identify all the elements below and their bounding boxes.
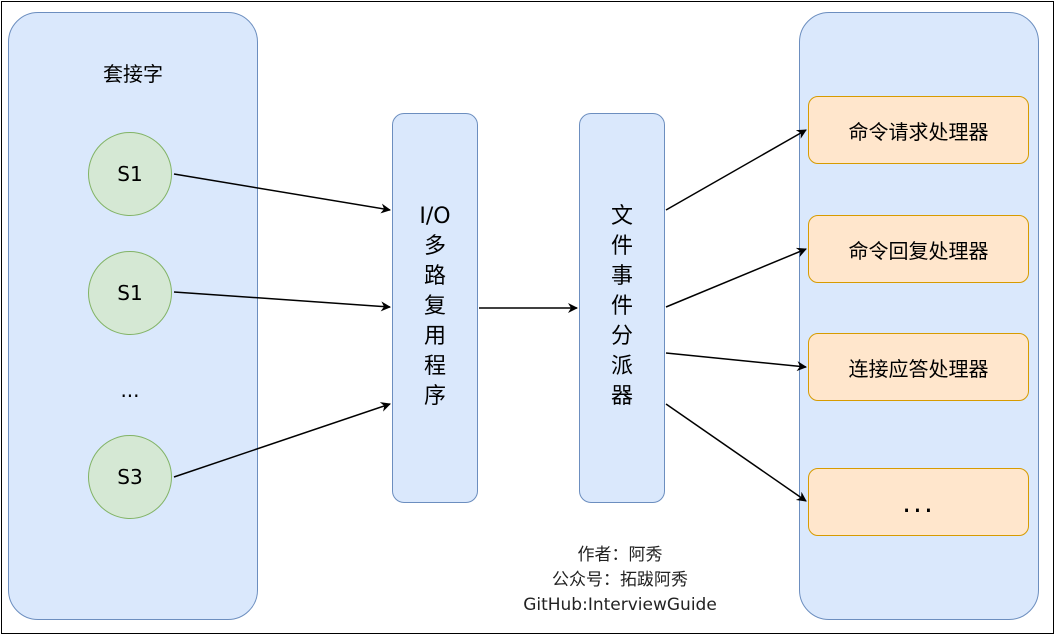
io-multiplexer-label: I/O 多 路 复 用 程 序 <box>419 204 451 409</box>
arrow-s1b-to-multiplexer <box>173 291 391 312</box>
handler-command-request: 命令请求处理器 <box>808 96 1029 164</box>
socket-s1-first: S1 <box>88 132 172 216</box>
socket-s3: S3 <box>88 435 172 519</box>
arrow-dispatcher-to-request-handler <box>665 129 807 211</box>
credit-author: 作者：阿秀 <box>577 545 663 565</box>
arrow-dispatcher-to-accept-handler <box>665 352 807 372</box>
arrow-dispatcher-to-more-handlers <box>665 403 807 502</box>
arrow-dispatcher-to-reply-handler <box>665 247 807 308</box>
file-event-dispatcher-label: 文 件 事 件 分 派 器 <box>610 204 633 409</box>
file-event-dispatcher-box: 文 件 事 件 分 派 器 <box>579 113 665 503</box>
socket-panel-title: 套接字 <box>103 62 163 86</box>
handler-command-reply: 命令回复处理器 <box>808 215 1029 283</box>
handler-accept-connection: 连接应答处理器 <box>808 333 1029 401</box>
socket-s1-second: S1 <box>88 251 172 335</box>
credit-github: GitHub:InterviewGuide <box>523 595 717 615</box>
arrow-s1-to-multiplexer <box>173 173 391 214</box>
credit-account: 公众号：拓跋阿秀 <box>552 570 688 590</box>
arrow-s3-to-multiplexer <box>173 402 391 478</box>
socket-ellipsis: ... <box>120 378 140 402</box>
handler-ellipsis: ... <box>808 468 1029 536</box>
io-multiplexer-box: I/O 多 路 复 用 程 序 <box>392 113 478 503</box>
